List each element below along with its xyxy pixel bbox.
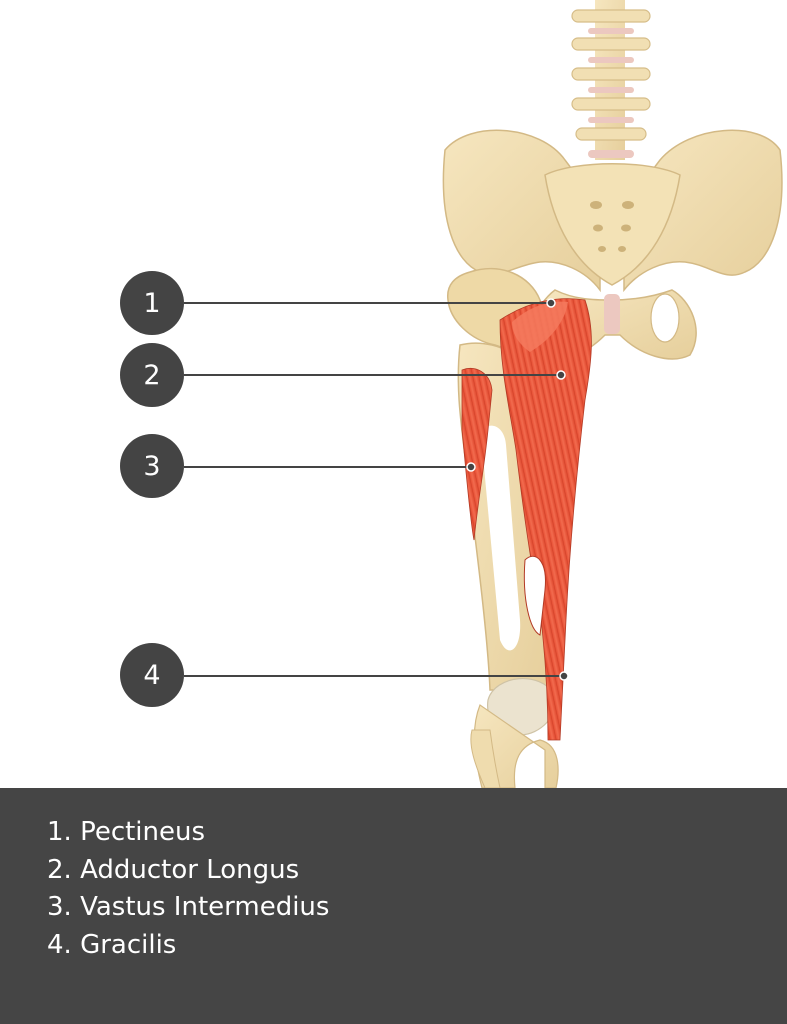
- legend-item-gracilis: 4. Gracilis: [47, 929, 177, 960]
- thigh-muscles: [461, 298, 592, 741]
- marker-1: 1: [120, 271, 184, 335]
- legend-item-vastus-intermedius: 3. Vastus Intermedius: [47, 892, 330, 922]
- legend-list: 1. Pectineus 2. Adductor Longus 3. Vastu…: [0, 788, 787, 964]
- anatomy-diagram: 1 2 3 4: [120, 0, 783, 789]
- legend-panel: 1. Pectineus 2. Adductor Longus 3. Vastu…: [0, 788, 787, 1024]
- leader-dot-3: [466, 462, 476, 472]
- pelvis: [442, 129, 783, 360]
- thigh-anatomy-illustration: [184, 0, 783, 789]
- leader-dot-2: [556, 370, 566, 380]
- leader-dots: [466, 298, 569, 681]
- marker-3: 3: [120, 434, 184, 498]
- leader-dot-4: [559, 671, 569, 681]
- leader-dot-1: [546, 298, 556, 308]
- marker-4: 4: [120, 643, 184, 707]
- legend-item-adductor-longus: 2. Adductor Longus: [47, 854, 300, 885]
- leader-lines: [184, 302, 564, 677]
- legend-item-pectineus: 1. Pectineus: [47, 817, 206, 847]
- lumbar-spine: [571, 0, 651, 160]
- marker-2: 2: [120, 343, 184, 407]
